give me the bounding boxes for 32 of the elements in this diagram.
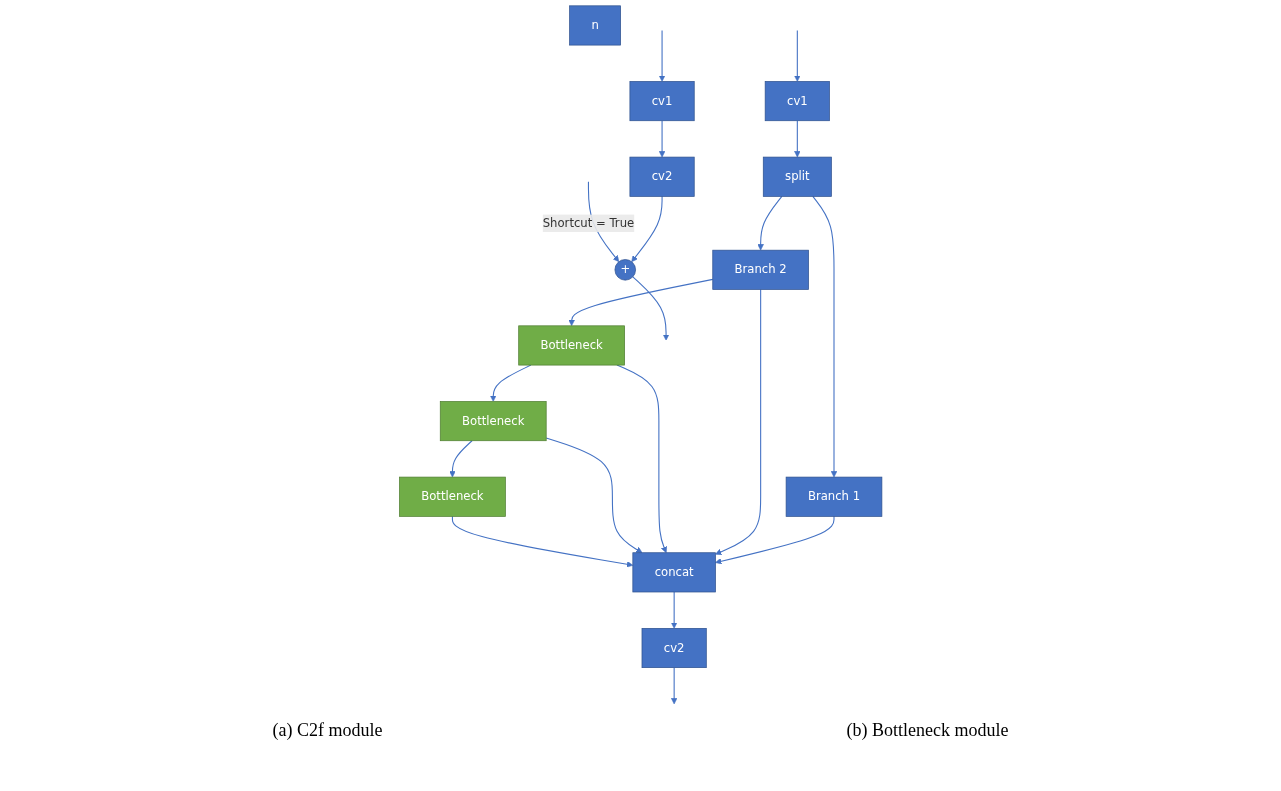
arrow	[793, 120, 801, 158]
caption: (a) C2f module	[272, 720, 383, 741]
arrow	[793, 30, 801, 82]
node-box: Bottleneck	[439, 401, 547, 442]
node-box: cv1	[629, 81, 695, 122]
node-box: cv2	[629, 156, 695, 197]
arrow	[757, 195, 783, 251]
arrow	[670, 667, 678, 705]
arrow	[449, 440, 473, 478]
arrow	[715, 515, 835, 565]
node-box: n	[569, 5, 621, 46]
node-box: cv2	[641, 628, 707, 668]
caption: (b) Bottleneck module	[846, 720, 1009, 741]
arrow	[670, 591, 678, 629]
node-box: split	[762, 156, 832, 197]
node-box: concat	[632, 552, 716, 593]
arrow	[812, 195, 838, 478]
arrow	[545, 437, 643, 553]
arrow	[658, 30, 666, 82]
arrow	[632, 276, 670, 341]
arrow	[715, 288, 762, 555]
node-box: Bottleneck	[398, 476, 506, 517]
arrow	[658, 120, 666, 158]
arrow	[568, 278, 714, 327]
node-box: Branch 1	[785, 476, 883, 517]
edge-label: Shortcut = True	[542, 216, 634, 230]
arrow	[631, 195, 663, 262]
node-box: Bottleneck	[518, 325, 625, 366]
node-box: Branch 2	[712, 249, 809, 290]
node-circle: +	[614, 259, 636, 281]
arrow	[451, 515, 633, 568]
node-box: cv1	[764, 81, 830, 122]
